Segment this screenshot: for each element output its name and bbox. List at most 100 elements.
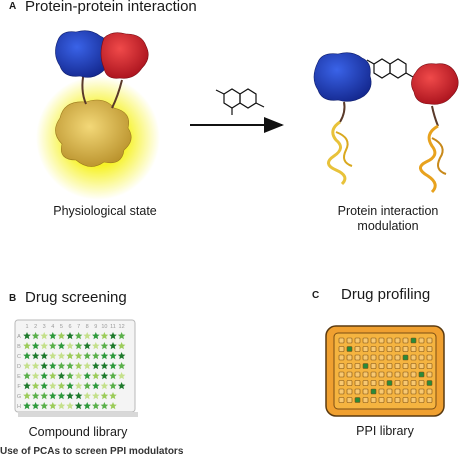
plate-well-star xyxy=(100,332,109,340)
plate-well-star xyxy=(117,332,126,340)
ppi-well xyxy=(410,388,417,395)
ppi-well xyxy=(346,363,353,369)
unfolded-fragment-left xyxy=(327,120,347,186)
plate-col-label: 5 xyxy=(60,324,63,330)
plate-well-star xyxy=(40,392,48,400)
ppi-well xyxy=(418,371,425,378)
plate-well-star xyxy=(74,372,83,380)
ppi-well xyxy=(346,388,353,395)
plate-well-star xyxy=(31,392,40,400)
plate-col-label: 10 xyxy=(101,324,107,330)
ppi-well xyxy=(418,337,425,344)
plate-well-star xyxy=(74,362,83,370)
red-protein xyxy=(100,32,149,79)
ppi-well xyxy=(378,363,385,369)
ppi-well xyxy=(402,346,409,352)
plate-well-star xyxy=(74,342,83,350)
plate-well-star xyxy=(100,372,109,380)
plate-well-star xyxy=(23,362,31,370)
ppi-well xyxy=(354,337,361,344)
plate-row-label: D xyxy=(17,364,21,370)
ppi-well xyxy=(378,371,385,378)
plate-row-label: C xyxy=(17,354,21,360)
plate-well-star xyxy=(74,402,83,410)
modulator-molecule xyxy=(215,88,265,115)
plate-well-star xyxy=(31,382,40,390)
plate-well-star xyxy=(109,392,117,400)
ppi-well xyxy=(394,346,401,352)
ppi-well xyxy=(354,380,361,386)
plate-well-star xyxy=(23,342,31,350)
plate-col-label: 9 xyxy=(94,324,97,330)
yellow-protein xyxy=(55,99,132,167)
plate-row-label: E xyxy=(17,374,21,380)
ppi-well xyxy=(386,397,393,403)
ppi-well xyxy=(402,354,409,361)
plate-well-star xyxy=(57,362,66,370)
plate-well-star xyxy=(23,382,31,390)
ppi-well xyxy=(402,388,409,395)
plate-well-star xyxy=(49,332,57,340)
plate-well-star xyxy=(57,332,66,340)
plate-well-star xyxy=(31,372,40,380)
plate-well-star xyxy=(100,352,109,360)
plate-well-star xyxy=(92,342,100,350)
plate-well-star xyxy=(83,402,91,410)
ppi-well xyxy=(386,346,393,352)
plate-well-star xyxy=(31,352,40,360)
ppi-well xyxy=(378,354,385,361)
ppi-well xyxy=(402,363,409,369)
ppi-well xyxy=(418,346,425,352)
ppi-well xyxy=(346,380,353,386)
modulation-caption-line2: modulation xyxy=(357,219,419,233)
red-protein-separated xyxy=(411,63,459,105)
plate-well-star xyxy=(92,402,100,410)
ppi-well xyxy=(370,354,377,361)
plate-well-star xyxy=(83,342,91,350)
ppi-well xyxy=(418,388,425,395)
plate-well-star xyxy=(23,402,31,410)
plate-col-label: 2 xyxy=(34,324,37,330)
panel-a-title: Protein-protein interaction xyxy=(25,0,197,15)
ppi-well xyxy=(362,346,369,352)
ppi-well xyxy=(370,371,377,378)
ppi-well xyxy=(338,354,345,361)
plate-well-star xyxy=(49,382,57,390)
plate-well-star xyxy=(92,392,100,400)
plate-well-star xyxy=(74,352,83,360)
ppi-well xyxy=(362,371,369,378)
ppi-well xyxy=(394,388,401,395)
plate-well-star xyxy=(31,342,40,350)
ppi-well xyxy=(386,371,393,378)
ppi-well xyxy=(386,354,393,361)
plate-well-star xyxy=(40,352,48,360)
plate-well-star xyxy=(23,392,31,400)
ppi-well xyxy=(346,337,353,344)
ppi-well xyxy=(338,388,345,395)
linker-red xyxy=(111,79,123,109)
plate-well-star xyxy=(23,372,31,380)
ppi-well xyxy=(386,337,393,344)
plate-well-star xyxy=(23,332,31,340)
plate-well-star xyxy=(40,332,48,340)
unfolded-fragment-right xyxy=(419,124,439,194)
plate-well-star xyxy=(49,402,57,410)
ppi-well xyxy=(426,397,433,403)
ppi-well xyxy=(426,388,433,395)
modulated-complex xyxy=(313,52,459,194)
ppi-well xyxy=(362,380,369,386)
ppi-well xyxy=(402,397,409,403)
modulation-caption-line1: Protein interaction xyxy=(337,204,439,218)
ppi-well xyxy=(370,363,377,369)
panel-c-title: Drug profiling xyxy=(341,286,431,303)
ppi-well xyxy=(394,380,401,386)
plate-col-label: 11 xyxy=(110,324,116,330)
plate-well-star xyxy=(109,332,117,340)
plate-well-star xyxy=(117,372,126,380)
plate-well-star xyxy=(23,352,31,360)
plate-well-star xyxy=(109,382,117,390)
ppi-well xyxy=(378,397,385,403)
plate-wells xyxy=(23,332,126,410)
